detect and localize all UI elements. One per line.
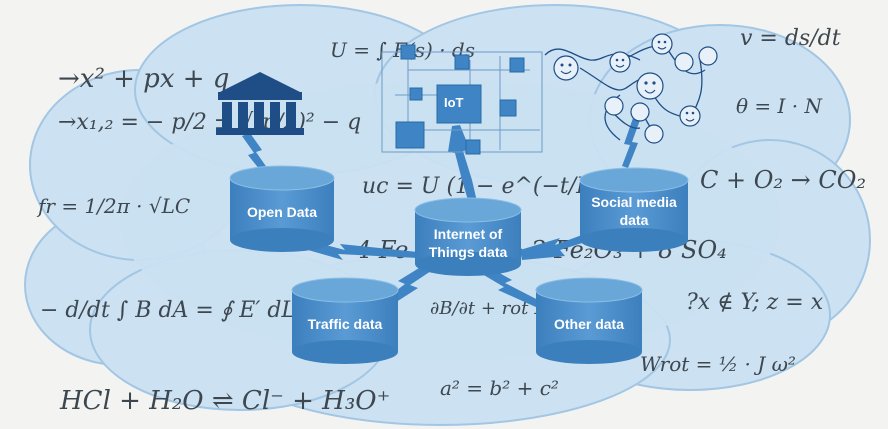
- formula: − d/dt ∫ B dA = ∮ E′ dL: [40, 298, 297, 323]
- formula: ?x ∉ Y; z = x: [686, 290, 824, 315]
- social-data-cylinder: [579, 167, 689, 252]
- formula: →x² + px + q: [58, 64, 230, 94]
- connector: [520, 232, 592, 260]
- formula: ∂B/∂t + rot E: [430, 298, 548, 319]
- smiley-network-icon: [544, 33, 718, 144]
- traffic-data-label: Traffic data: [307, 316, 383, 332]
- iot-data-label: Internet of Things data: [415, 226, 521, 261]
- other-data-cylinder: [535, 277, 643, 364]
- formula: HCl + H₂O ⇌ Cl⁻ + H₃O⁺: [60, 386, 391, 416]
- formula: v = ds/dt: [740, 26, 841, 51]
- connector: [622, 118, 640, 168]
- formula: C + O₂ → CO₂: [700, 166, 867, 194]
- social-data-label-line1: Social media: [591, 194, 677, 210]
- traffic-data-cylinder: [291, 277, 399, 364]
- connector: [448, 125, 478, 207]
- connector: [273, 232, 418, 260]
- other-data-label: Other data: [553, 316, 624, 332]
- iot-data-label-line2: Things data: [428, 243, 508, 260]
- iot-data-label-line1: Internet of: [433, 226, 503, 242]
- open-data-label: Open Data: [246, 204, 317, 220]
- institution-icon: [216, 72, 304, 135]
- iot-data-cylinder: [414, 197, 522, 276]
- formula: Wrot = ½ · J ω²: [640, 352, 796, 376]
- open-data-cylinder: [229, 165, 335, 252]
- connector: [242, 133, 270, 175]
- iot-label: IoT: [444, 95, 464, 110]
- formula: fr = 1/2π · √LC: [38, 194, 191, 218]
- formula: uc = U (1 − e^(−t/RC)): [362, 174, 627, 199]
- social-data-label: Social media data: [580, 194, 688, 229]
- iot-network-icon: [381, 44, 543, 155]
- formula: a² = b² + c²: [440, 376, 559, 400]
- social-data-label-line2: data: [619, 211, 649, 228]
- formula: θ = I · N: [736, 94, 822, 118]
